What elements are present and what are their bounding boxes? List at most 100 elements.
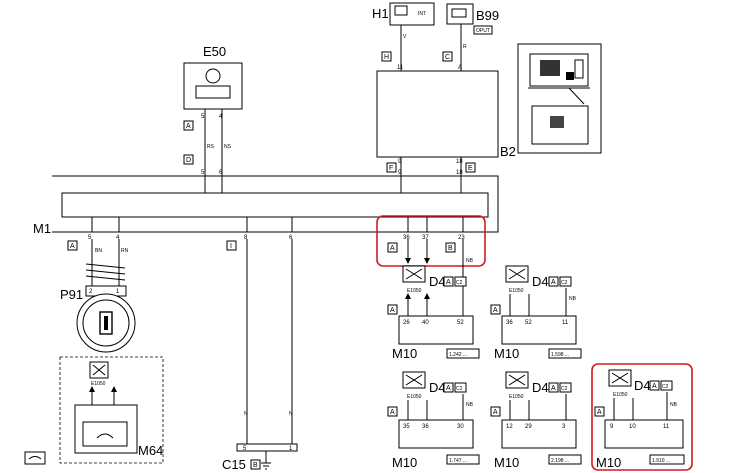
b2-pin-9b: 9 xyxy=(398,170,402,176)
conn-b-c15-label: B xyxy=(253,462,258,469)
switch-h1: H1 INT V H xyxy=(372,2,435,62)
h1-tag: INT xyxy=(418,11,426,17)
v3-pin-35: 35 xyxy=(403,424,410,430)
inset-module-icon xyxy=(574,59,584,79)
v3-conn-a2-label: A xyxy=(390,409,395,416)
conn-e-label: E xyxy=(468,165,473,172)
v1-conn-a xyxy=(443,276,454,287)
v2-e1050-label: E1050 xyxy=(509,288,524,294)
v1-pin-26: 26 xyxy=(403,320,410,326)
highlight-m1-d4-link xyxy=(376,215,486,267)
e50-pin-4: 4 xyxy=(219,114,223,120)
m64-label: M64 xyxy=(138,443,163,458)
conn-a-e50-label: A xyxy=(186,123,191,130)
b2-pin-a: A xyxy=(458,65,462,71)
v5-conn-c2 xyxy=(660,380,673,391)
v4-conn-a2-label: A xyxy=(493,409,498,416)
v1-pin-40: 40 xyxy=(422,320,429,326)
m1-pin-labels: 5 4 8 6 36 37 23 xyxy=(88,235,465,241)
e50-connector-block xyxy=(195,85,231,99)
conn-d xyxy=(183,154,194,165)
conn-b-m1-label: B xyxy=(448,245,453,252)
v1-code-box xyxy=(446,348,480,359)
v2-conn-a2-label: A xyxy=(493,307,498,314)
conn-c-label: C xyxy=(445,54,450,61)
v1-conn-c2 xyxy=(454,276,467,287)
v3-conn-c2-label: C2 xyxy=(456,386,463,392)
conn-h-label: H xyxy=(384,54,389,61)
m1-outline xyxy=(52,175,499,233)
v3-wire-nb: NB xyxy=(466,402,474,408)
v4-conn-a-label: A xyxy=(551,385,556,392)
p91-label: P91 xyxy=(60,287,83,302)
v3-pin-30: 30 xyxy=(457,424,464,430)
m64-e1050-label: E1050 xyxy=(91,381,106,387)
v4-e1050-label: E1050 xyxy=(509,394,524,400)
v3-conn-a xyxy=(443,382,454,393)
v1-engine-code: 1.242 ... xyxy=(449,352,467,358)
v5-pin-11: 11 xyxy=(663,424,670,430)
v4-m10-label: M10 xyxy=(494,455,519,470)
v1-conn-a2-label: A xyxy=(390,307,395,314)
c15-pin-5: 5 xyxy=(243,446,247,452)
sensor-b99: B99 OPUT R C xyxy=(442,3,499,62)
component-c15: I N N 5 1 C15 B xyxy=(222,239,298,472)
v2-wire-nb: NB xyxy=(569,296,577,302)
e50-motor-icon xyxy=(205,68,221,84)
m1-pin-23: 23 xyxy=(458,235,465,241)
ecu-variant-3: D4 A C2 E1050 NB A 35 36 30 M10 1.747 ..… xyxy=(387,371,480,470)
b2-label: B2 xyxy=(500,144,516,159)
ecu-variant-5: D4 A C2 E1050 NB A 9 10 11 M10 1.910 ... xyxy=(591,363,693,471)
e50-pin-5b: 5 xyxy=(201,170,205,176)
p91-wire-rn: RN xyxy=(121,248,129,254)
m1-pin-8: 8 xyxy=(244,235,248,241)
v4-pin-29: 29 xyxy=(525,424,532,430)
inset-fusebox-icon xyxy=(540,60,560,76)
conn-a-m1-label: A xyxy=(390,245,395,252)
v3-engine-code: 1.747 ... xyxy=(449,458,467,464)
v4-code-box xyxy=(548,454,582,465)
c15-label: C15 xyxy=(222,457,246,472)
c15-pin-1: 1 xyxy=(289,446,293,452)
m1-pin-6: 6 xyxy=(289,235,293,241)
v3-m10-label: M10 xyxy=(392,455,417,470)
v2-m10-body xyxy=(501,315,577,345)
m1-wire-nb: NB xyxy=(466,258,474,264)
v2-pin-11: 11 xyxy=(562,320,569,326)
v2-conn-c2 xyxy=(559,276,572,287)
v1-pin-52: 52 xyxy=(457,320,464,326)
conn-a-e50 xyxy=(183,120,194,131)
ground-icon xyxy=(261,462,271,470)
m1-inner-body xyxy=(61,192,489,218)
c15-wire-n1: N xyxy=(244,411,248,417)
b99-tag: OPUT xyxy=(476,28,490,34)
v2-d4-label: D4 xyxy=(532,274,549,289)
p91-pin-1: 1 xyxy=(116,289,120,295)
v2-conn-a xyxy=(548,276,559,287)
v5-m10-body xyxy=(604,419,684,449)
conn-a-m1 xyxy=(387,242,398,253)
e50-pin-6: 6 xyxy=(219,170,223,176)
v5-e1050-label: E1050 xyxy=(613,392,628,398)
v4-pin-3: 3 xyxy=(562,424,566,430)
v4-conn-c2-label: C2 xyxy=(561,386,568,392)
v1-d4-label: D4 xyxy=(429,274,446,289)
component-m64: E1050 50 9 M64 xyxy=(59,356,164,464)
v3-conn-c2 xyxy=(454,382,467,393)
m64-symbol-icon xyxy=(96,433,114,439)
v3-pin-36: 36 xyxy=(422,424,429,430)
ecu-variant-4: D4 A C2 E1050 A 12 29 3 M10 2.198 ... xyxy=(490,371,582,470)
v5-conn-c2-label: C2 xyxy=(662,384,669,390)
v3-conn-a-label: A xyxy=(446,385,451,392)
v1-conn-c2-label: C2 xyxy=(456,280,463,286)
h1-wire-color: V xyxy=(403,34,407,40)
b2-body xyxy=(376,70,499,158)
v2-conn-a2 xyxy=(490,304,501,315)
p91-twisted-pair xyxy=(85,263,126,281)
e50-wire-rs: RS xyxy=(207,144,215,150)
ecu-variant-1: D4 A C2 E1050 A 26 40 52 M10 1.242 ... xyxy=(387,265,480,361)
v3-code-box xyxy=(446,454,480,465)
m1-label: M1 xyxy=(33,221,51,236)
